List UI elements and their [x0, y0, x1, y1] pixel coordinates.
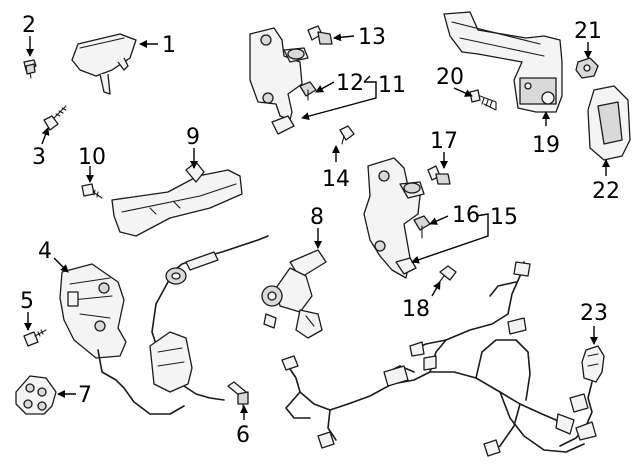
part-15-lower-hinge	[363, 157, 425, 279]
part-1-handle-cover	[71, 33, 137, 95]
callout-3: 3	[32, 145, 46, 170]
callout-14: 14	[322, 167, 350, 192]
callout-1: 1	[162, 33, 176, 58]
part-22-bumper	[587, 85, 631, 161]
part-6-bolt	[227, 381, 249, 411]
part-13-bolt	[307, 25, 333, 45]
callout-labels: 1 2 3 4 5 6 7 8 9 10 11 12 13 14 15 16 1…	[20, 13, 620, 448]
part-4-latch	[59, 263, 185, 415]
callout-8: 8	[310, 205, 324, 230]
callout-19: 19	[532, 133, 560, 158]
part-3-bolt	[43, 105, 67, 131]
part-5-bolt	[23, 329, 47, 347]
callout-20: 20	[436, 65, 464, 90]
callout-5: 5	[20, 289, 34, 314]
callout-7: 7	[78, 383, 92, 408]
wiring-harness	[281, 261, 585, 457]
part-7-striker	[15, 375, 57, 415]
callout-16: 16	[452, 203, 480, 228]
part-14-bolt	[339, 125, 355, 145]
part-2-bolt	[23, 59, 37, 79]
part-20-bolt	[469, 89, 497, 111]
callout-17: 17	[430, 129, 458, 154]
callout-23: 23	[580, 301, 608, 326]
part-9-reinforcement	[111, 161, 243, 237]
part-10-bolt	[81, 183, 103, 199]
cable-assembly	[149, 235, 269, 401]
part-23-switch	[559, 345, 605, 447]
part-11-upper-hinge	[249, 27, 309, 135]
part-16-nut	[413, 215, 431, 239]
callout-10: 10	[78, 145, 106, 170]
callout-18: 18	[402, 297, 430, 322]
part-21-nut	[575, 57, 599, 79]
callout-9: 9	[186, 125, 200, 150]
callout-12: 12	[336, 71, 364, 96]
leader-lines	[24, 33, 610, 420]
part-19-door-check	[443, 11, 563, 113]
callout-21: 21	[574, 19, 602, 44]
callout-4: 4	[38, 239, 52, 264]
callout-22: 22	[592, 179, 620, 204]
part-12-nut	[299, 81, 317, 101]
callout-15: 15	[490, 205, 518, 230]
callout-13: 13	[358, 25, 386, 50]
part-8-lock-cylinder	[261, 249, 327, 339]
callout-2: 2	[22, 13, 36, 38]
part-18-bolt	[437, 265, 457, 285]
callout-11: 11	[378, 73, 406, 98]
callout-6: 6	[236, 423, 250, 448]
part-17-bolt	[427, 165, 451, 185]
